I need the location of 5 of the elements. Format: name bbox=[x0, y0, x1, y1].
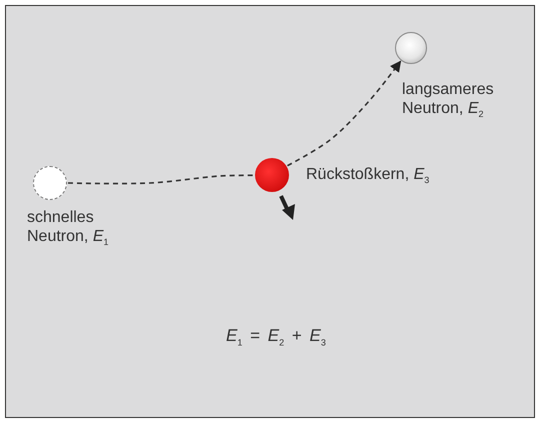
trajectory-arrow bbox=[287, 60, 402, 166]
particle-label: schnelles Neutron, E$_{1}$ bbox=[27, 208, 110, 250]
particle-label: Rückstoßkern, E$_{3}$ bbox=[306, 165, 430, 188]
energy-equation: E$_{1}$ = E$_{2}$ + E$_{3}$ bbox=[226, 326, 326, 350]
particle-label: langsameres Neutron, E$_{2}$ bbox=[402, 80, 495, 122]
